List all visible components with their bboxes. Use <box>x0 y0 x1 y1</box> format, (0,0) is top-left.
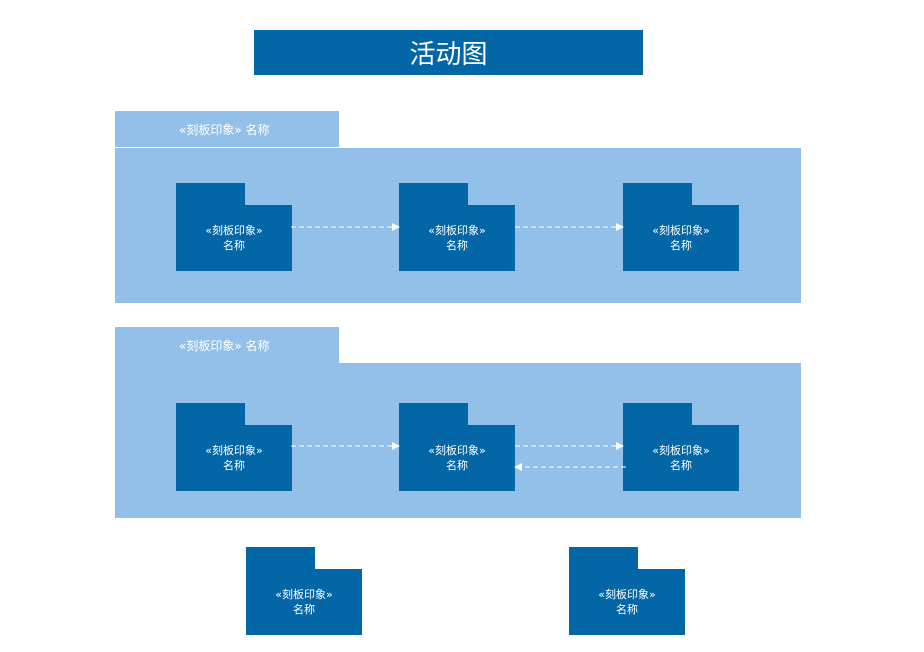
node-name: 名称 <box>223 459 245 472</box>
package-node-tab <box>569 547 638 570</box>
package-node-1-1[interactable]: «刻板印象» 名称 <box>176 183 292 271</box>
package-node-tab <box>623 183 692 206</box>
package-node-body: «刻板印象» 名称 <box>176 205 292 271</box>
package-node-3-1[interactable]: «刻板印象» 名称 <box>246 547 362 635</box>
package-node-body: «刻板印象» 名称 <box>569 569 685 635</box>
node-stereotype: «刻板印象» <box>652 444 710 457</box>
node-stereotype: «刻板印象» <box>598 588 656 601</box>
package-node-1-3[interactable]: «刻板印象» 名称 <box>623 183 739 271</box>
node-name: 名称 <box>616 603 638 616</box>
node-stereotype: «刻板印象» <box>428 444 486 457</box>
node-name: 名称 <box>223 239 245 252</box>
package-node-body: «刻板印象» 名称 <box>399 425 515 491</box>
package-node-tab <box>246 547 315 570</box>
package-node-tab <box>176 183 245 206</box>
node-name: 名称 <box>446 239 468 252</box>
package-2-tab-label: «刻板印象» 名称 <box>179 338 270 353</box>
package-node-body: «刻板印象» 名称 <box>246 569 362 635</box>
package-node-2-3[interactable]: «刻板印象» 名称 <box>623 403 739 491</box>
package-node-tab <box>623 403 692 426</box>
node-name: 名称 <box>670 459 692 472</box>
package-node-tab <box>176 403 245 426</box>
node-stereotype: «刻板印象» <box>428 224 486 237</box>
package-node-body: «刻板印象» 名称 <box>399 205 515 271</box>
package-node-tab <box>399 403 468 426</box>
package-node-tab <box>399 183 468 206</box>
package-node-body: «刻板印象» 名称 <box>623 205 739 271</box>
node-stereotype: «刻板印象» <box>205 224 263 237</box>
package-node-3-2[interactable]: «刻板印象» 名称 <box>569 547 685 635</box>
package-1-tab[interactable]: «刻板印象» 名称 <box>115 111 339 147</box>
package-node-2-1[interactable]: «刻板印象» 名称 <box>176 403 292 491</box>
node-name: 名称 <box>293 603 315 616</box>
package-1-tab-label: «刻板印象» 名称 <box>179 122 270 137</box>
node-stereotype: «刻板印象» <box>652 224 710 237</box>
diagram-title: 活动图 <box>254 30 643 75</box>
node-name: 名称 <box>670 239 692 252</box>
package-node-1-2[interactable]: «刻板印象» 名称 <box>399 183 515 271</box>
package-2-tab[interactable]: «刻板印象» 名称 <box>115 327 339 363</box>
package-node-body: «刻板印象» 名称 <box>176 425 292 491</box>
node-name: 名称 <box>446 459 468 472</box>
package-node-body: «刻板印象» 名称 <box>623 425 739 491</box>
node-stereotype: «刻板印象» <box>275 588 333 601</box>
node-stereotype: «刻板印象» <box>205 444 263 457</box>
package-node-2-2[interactable]: «刻板印象» 名称 <box>399 403 515 491</box>
